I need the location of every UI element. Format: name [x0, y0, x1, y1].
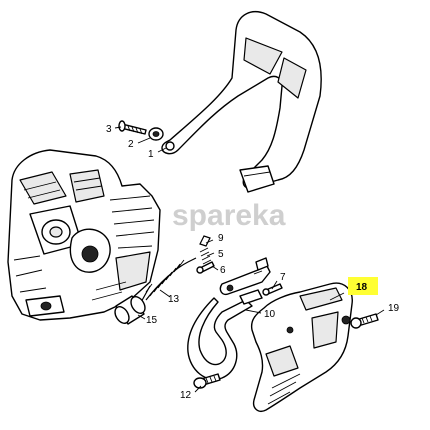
spring-part-9	[199, 235, 212, 265]
leader-lines	[114, 126, 385, 393]
callout-12: 12	[180, 390, 192, 401]
watermark-text: spareka	[172, 199, 286, 232]
callout-18-highlight	[348, 277, 378, 295]
callout-19: 19	[388, 303, 400, 314]
sleeve-part-15	[114, 295, 146, 325]
screw-part-3	[118, 120, 147, 135]
callout-9: 9	[218, 233, 224, 244]
callout-1: 1	[148, 149, 154, 160]
callout-2: 2	[128, 139, 134, 150]
washer-part-2	[148, 127, 164, 141]
lever-part-5	[219, 257, 271, 296]
callout-7: 7	[280, 272, 286, 283]
brake-band-part-10	[187, 289, 263, 381]
callout-6: 6	[220, 265, 226, 276]
callout-10: 10	[264, 309, 276, 320]
engine-housing	[7, 149, 161, 321]
callout-18: 18	[356, 282, 368, 293]
callout-labels: 1 2 3 9 5 6 7 10 13 15 12 18 19	[106, 124, 400, 401]
callout-5: 5	[218, 249, 224, 260]
callout-3: 3	[106, 124, 112, 135]
screw-part-12	[193, 373, 221, 389]
screw-part-19	[350, 313, 379, 329]
callout-15: 15	[146, 315, 158, 326]
callout-13: 13	[168, 294, 180, 305]
sprocket-cover-part-18	[250, 282, 353, 412]
hand-guard-part-1	[161, 11, 322, 193]
pin-part-6	[196, 261, 215, 274]
pin-part-7	[262, 283, 283, 296]
